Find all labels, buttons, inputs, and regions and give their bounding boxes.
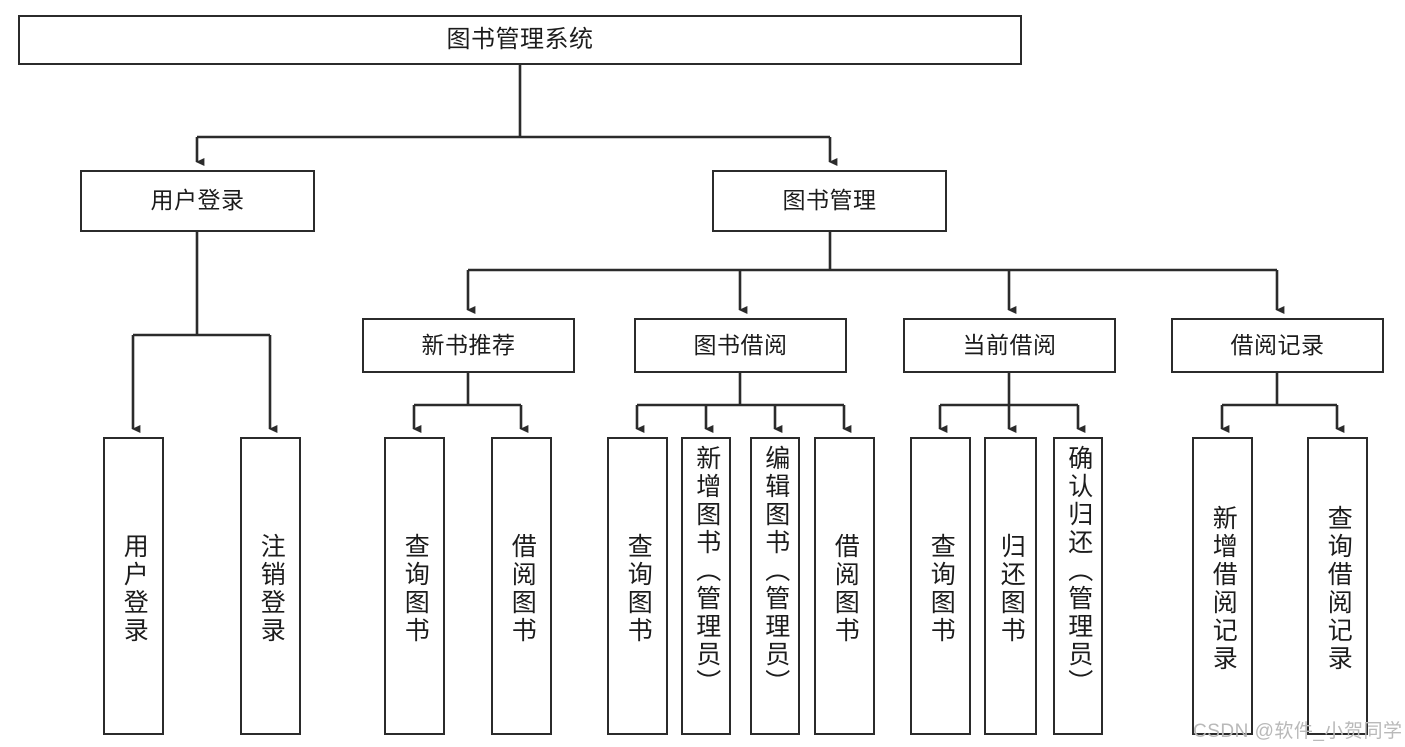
node-user-login[interactable]: 用户登录 — [80, 170, 315, 232]
node-root-system[interactable]: 图书管理系统 — [18, 15, 1022, 65]
leaf-return-book[interactable]: 归还图书 — [984, 437, 1037, 735]
node-borrow-records[interactable]: 借阅记录 — [1171, 318, 1384, 373]
leaf-borrow-book-borrow[interactable]: 借阅图书 — [814, 437, 875, 735]
node-label: 借阅记录 — [1230, 331, 1325, 358]
node-label: 查询图书 — [927, 533, 956, 645]
node-book-management[interactable]: 图书管理 — [712, 170, 947, 232]
node-label: 借阅图书 — [508, 533, 537, 645]
node-book-borrow[interactable]: 图书借阅 — [634, 318, 847, 373]
node-label: 查询图书 — [624, 533, 653, 645]
node-label: 用户登录 — [120, 533, 149, 645]
node-new-book-recommend[interactable]: 新书推荐 — [362, 318, 575, 373]
leaf-logout[interactable]: 注销登录 — [240, 437, 301, 735]
leaf-query-book-current[interactable]: 查询图书 — [910, 437, 971, 735]
node-label: 新增借阅记录 — [1209, 505, 1238, 673]
node-label: 图书借阅 — [693, 331, 788, 358]
leaf-edit-book-admin[interactable]: 编辑图书（管理员） — [750, 437, 800, 735]
node-label: 编辑图书（管理员） — [761, 445, 790, 697]
node-label: 图书管理 — [782, 187, 877, 214]
leaf-borrow-book-new-book[interactable]: 借阅图书 — [491, 437, 552, 735]
leaf-query-book-borrow[interactable]: 查询图书 — [607, 437, 668, 735]
node-label: 确认归还（管理员） — [1064, 445, 1093, 697]
node-label: 图书管理系统 — [446, 25, 594, 53]
leaf-query-book-new-book[interactable]: 查询图书 — [384, 437, 445, 735]
leaf-user-login[interactable]: 用户登录 — [103, 437, 164, 735]
watermark-csdn: CSDN @软件_小贺同学 — [1193, 721, 1403, 742]
node-label: 新增图书（管理员） — [692, 445, 721, 697]
node-label: 注销登录 — [257, 533, 286, 645]
node-label: 用户登录 — [150, 187, 245, 214]
node-current-borrow[interactable]: 当前借阅 — [903, 318, 1116, 373]
node-label: 归还图书 — [997, 533, 1026, 645]
node-label: 新书推荐 — [421, 331, 516, 358]
leaf-add-book-admin[interactable]: 新增图书（管理员） — [681, 437, 731, 735]
leaf-confirm-return-admin[interactable]: 确认归还（管理员） — [1053, 437, 1103, 735]
node-label: 查询图书 — [401, 533, 430, 645]
node-label: 借阅图书 — [831, 533, 860, 645]
node-label: 当前借阅 — [962, 331, 1057, 358]
leaf-add-borrow-record[interactable]: 新增借阅记录 — [1192, 437, 1253, 735]
leaf-query-borrow-record[interactable]: 查询借阅记录 — [1307, 437, 1368, 735]
node-label: 查询借阅记录 — [1324, 505, 1353, 673]
